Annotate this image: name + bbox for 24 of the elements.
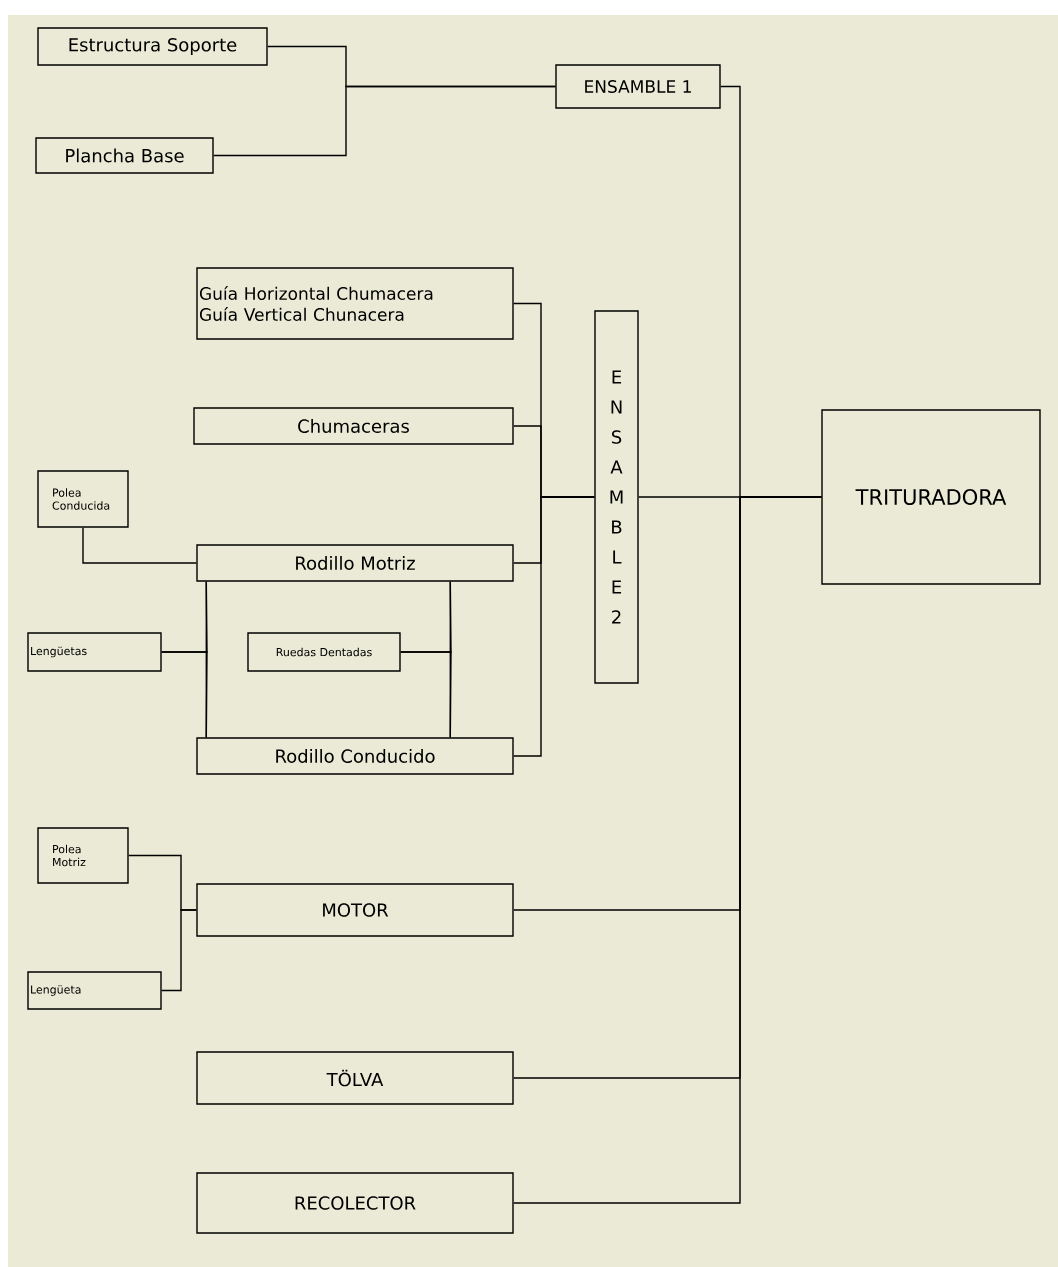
connector-line bbox=[82, 527, 197, 564]
machine-box: TRITURADORA bbox=[821, 409, 1041, 585]
connector-line bbox=[213, 85, 556, 157]
part-box: Rodillo Motriz bbox=[196, 544, 514, 582]
connector-line bbox=[161, 909, 197, 992]
part-box: Chumaceras bbox=[193, 407, 514, 445]
part-box: TÖLVA bbox=[196, 1051, 514, 1105]
connector-line bbox=[161, 651, 208, 738]
part-box: RECOLECTOR bbox=[196, 1172, 514, 1234]
assembly-box: ENSAMBLE 2 bbox=[594, 310, 639, 684]
part-box: Polea Motriz bbox=[37, 827, 129, 884]
part-box: MOTOR bbox=[196, 883, 514, 937]
part-box: Ruedas Dentadas bbox=[247, 632, 401, 672]
assembly-box: ENSAMBLE 1 bbox=[555, 64, 721, 109]
part-box: Polea Conducida bbox=[37, 470, 129, 528]
connector-line bbox=[400, 651, 452, 738]
part-box: Rodillo Conducido bbox=[196, 737, 514, 775]
part-box: Lengüeta bbox=[27, 971, 162, 1010]
part-box: Plancha Base bbox=[35, 137, 214, 174]
part-box: Estructura Soporte bbox=[37, 27, 268, 66]
part-box: Guía Horizontal Chumacera Guía Vertical Chunacera bbox=[196, 267, 514, 340]
part-box: Lengüetas bbox=[27, 632, 162, 672]
connector-line bbox=[513, 496, 822, 1204]
connector-line bbox=[513, 496, 595, 757]
